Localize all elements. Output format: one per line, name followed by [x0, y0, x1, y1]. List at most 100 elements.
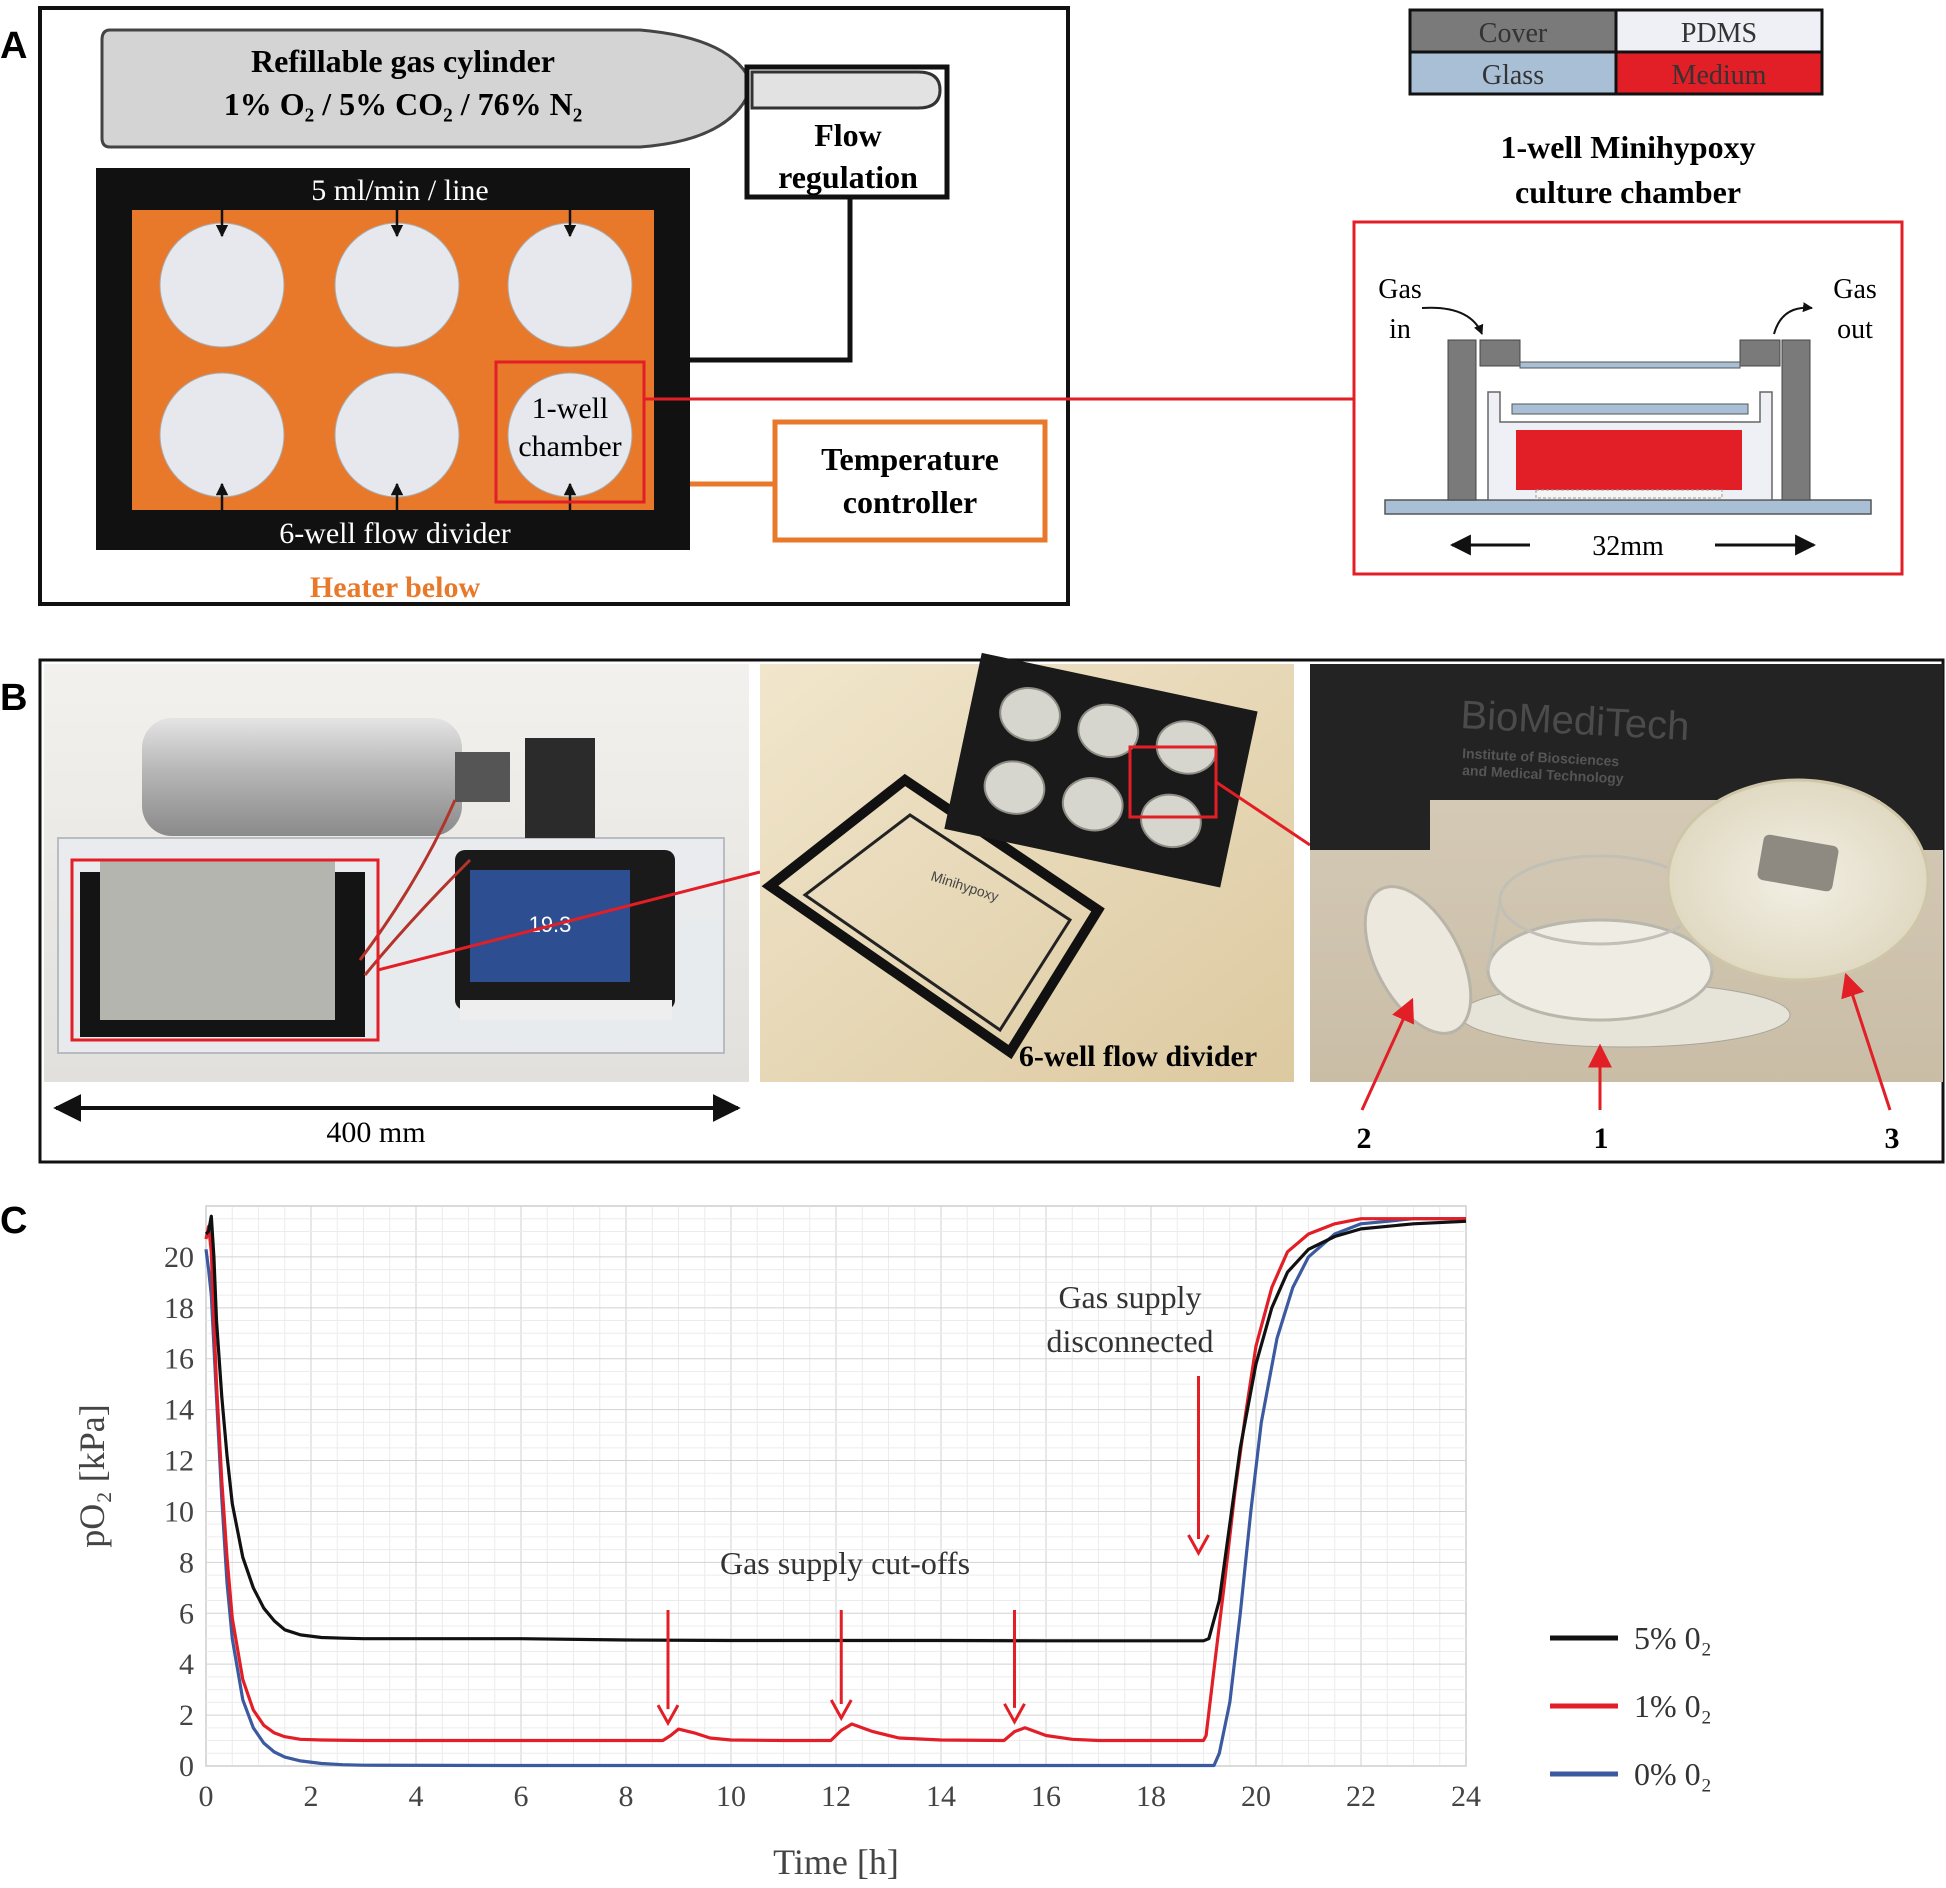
panel-a: A Refillable gas cylinder 1% O₂ / 5% CO₂…	[0, 6, 1904, 606]
x-tick-label: 20	[1241, 1780, 1271, 1813]
photo-flow-divider: Minihypoxy 6-well flow divider	[760, 652, 1294, 1082]
temp-label-1: Temperature	[821, 441, 999, 477]
y-tick-label: 10	[164, 1495, 194, 1528]
well-1	[159, 222, 285, 348]
photo2-caption: 6-well flow divider	[1019, 1040, 1257, 1073]
y-tick-label: 20	[164, 1241, 194, 1274]
scale-label: 400 mm	[326, 1116, 425, 1149]
photo-regulator	[455, 752, 510, 802]
lid-glass	[1519, 361, 1741, 369]
well-label-2: chamber	[518, 430, 621, 463]
inlet-arrows	[215, 208, 577, 512]
heater-highlight	[70, 858, 380, 1042]
zoom-link-b1	[377, 870, 761, 972]
inner-glass	[1511, 403, 1749, 415]
photo-heater-plate	[100, 860, 335, 1020]
y-tick-label: 18	[164, 1292, 194, 1325]
cover-top-right	[1739, 339, 1781, 367]
gas-in-label-1: Gas	[1378, 274, 1422, 305]
chamber-title-2: culture chamber	[1515, 174, 1741, 210]
annotation-cutoffs: Gas supply cut-offs	[720, 1545, 970, 1581]
divider-wells	[983, 687, 1218, 849]
x-tick-label: 22	[1346, 1780, 1376, 1813]
zoom-link-b2	[1215, 780, 1311, 847]
gas-cylinder	[100, 28, 754, 149]
divider-lid-inner	[802, 813, 1073, 1033]
photo-system: 19.3	[44, 664, 749, 1082]
part-arrows	[1360, 972, 1892, 1111]
annotation-disconnected-1: Gas supply	[1058, 1279, 1201, 1315]
selected-well-highlight	[494, 360, 646, 504]
temp-label-2: controller	[843, 484, 977, 520]
x-tick-label: 12	[821, 1780, 851, 1813]
legend-pdms: PDMS	[1681, 18, 1757, 49]
annotation-arrows	[656, 1376, 1210, 1727]
legend-medium: Medium	[1672, 60, 1767, 91]
y-tick-label: 2	[179, 1699, 194, 1732]
legend-label-1: 1% 0₂	[1634, 1688, 1712, 1724]
y-tick-label: 6	[179, 1597, 194, 1630]
y-tick-label: 8	[179, 1546, 194, 1579]
heater-label: Heater below	[310, 571, 481, 604]
x-tick-label: 18	[1136, 1780, 1166, 1813]
y-tick-label: 14	[164, 1394, 194, 1427]
x-tick-label: 6	[514, 1780, 529, 1813]
divider-lid	[761, 773, 1105, 1060]
x-tick-label: 16	[1031, 1780, 1061, 1813]
photo-cables	[358, 799, 472, 976]
gas-line	[690, 197, 853, 363]
divider-label: 6-well flow divider	[279, 517, 511, 550]
legend-cover: Cover	[1479, 18, 1548, 49]
glass-ring-base	[1486, 918, 1714, 1022]
panel-a-label: A	[0, 25, 27, 67]
photo-chamber-parts: BioMediTech Institute of Biosciences and…	[1310, 664, 1943, 1082]
y-tick-label: 4	[179, 1648, 194, 1681]
gas-in-label-2: in	[1389, 314, 1411, 345]
well-5	[334, 372, 460, 498]
gas-in-arrow	[1421, 306, 1484, 335]
part-label-1: 1	[1594, 1122, 1609, 1155]
y-tick-label: 16	[164, 1343, 194, 1376]
chamber-title-1: 1-well Minihypoxy	[1500, 129, 1755, 165]
well-4	[159, 372, 285, 498]
annotation-disconnected-2: disconnected	[1046, 1323, 1213, 1359]
photo-controller-base	[460, 1000, 672, 1020]
material-legend: Cover PDMS Glass Medium	[1408, 8, 1824, 96]
panel-c-label: C	[0, 1200, 27, 1242]
panel-b-label: B	[0, 677, 27, 719]
base-glass	[1384, 499, 1872, 515]
arrow-cutoff-head	[829, 1699, 853, 1722]
well-3	[507, 222, 633, 348]
photo-gas-cylinder	[142, 718, 462, 836]
medium	[1516, 430, 1742, 490]
gas-out-arrow	[1773, 302, 1813, 335]
gas-out-label-1: Gas	[1833, 274, 1877, 305]
x-tick-label: 14	[926, 1780, 956, 1813]
y-tick-label: 0	[179, 1750, 194, 1783]
series-line	[204, 1214, 1467, 1643]
legend-label-0: 0% 0₂	[1634, 1756, 1712, 1792]
chamber-cross-section	[1384, 339, 1872, 515]
gas-out-label-2: out	[1837, 314, 1873, 345]
x-tick-label: 10	[716, 1780, 746, 1813]
cover-left	[1447, 339, 1477, 501]
part-label-2: 2	[1357, 1122, 1372, 1155]
chart-legend: 5% 0₂ 1% 0₂ 0% 0₂	[1550, 1620, 1712, 1792]
legend-glass: Glass	[1482, 60, 1544, 91]
device-housing	[1310, 664, 1943, 850]
temperature-controller-box	[772, 419, 1048, 543]
arrow-disconnected-head	[1187, 1534, 1210, 1557]
wells	[159, 222, 633, 498]
x-tick-label: 4	[409, 1780, 424, 1813]
part-label-3: 3	[1885, 1122, 1900, 1155]
flow-label-2: regulation	[778, 159, 918, 195]
panel-b: B 19.3 400 mm Minihypoxy	[0, 652, 1945, 1164]
pdms-holder-window	[1757, 834, 1839, 892]
y-tick-label: 12	[164, 1445, 194, 1478]
glass-cover-disc	[1363, 885, 1473, 1035]
cover-right	[1781, 339, 1811, 501]
x-tick-label: 2	[304, 1780, 319, 1813]
photo-flow-box	[525, 738, 595, 838]
